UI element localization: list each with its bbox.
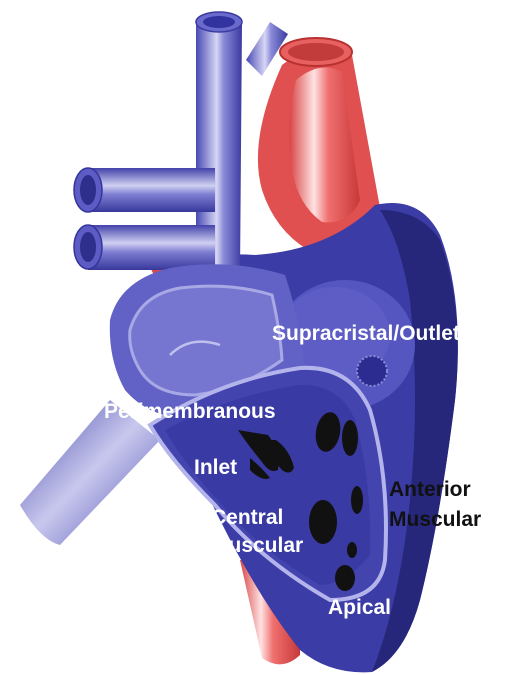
anterior-muscular-defect [351, 486, 363, 514]
label-supracristal: Supracristal/Outlet [272, 322, 460, 345]
label-anterior: Anterior [389, 478, 471, 501]
apical-defect-small [347, 542, 357, 558]
label-central: Central [211, 506, 283, 529]
pulmonary-veins [74, 168, 215, 270]
central-muscular-defect [309, 500, 337, 544]
muscular-defect-upper [342, 420, 358, 456]
label-apical: Apical [328, 596, 391, 619]
supracristal-defect [357, 356, 387, 386]
label-perimembranous: Perimembranous [104, 400, 276, 423]
apical-defect [335, 565, 355, 591]
label-central-muscular: Muscular [211, 534, 303, 557]
label-inlet: Inlet [194, 456, 237, 479]
label-anterior-muscular: Muscular [389, 508, 481, 531]
